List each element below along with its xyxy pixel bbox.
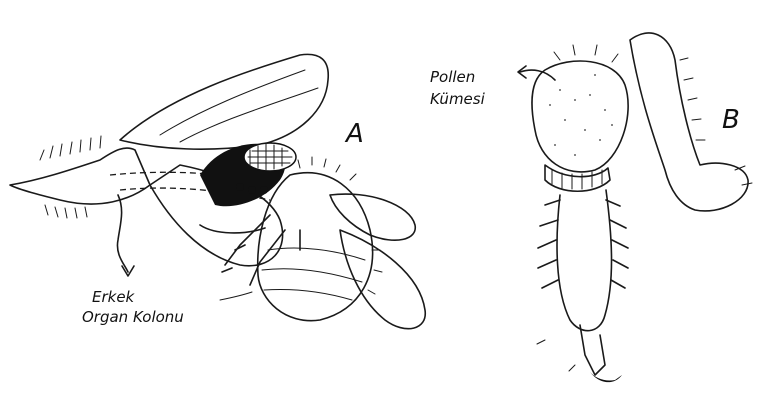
figure-a-letter: A — [344, 119, 364, 149]
figure-b-drawing — [532, 33, 752, 382]
pollen-mass — [532, 61, 628, 172]
figure-a-callout-line2: Organ Kolonu — [82, 308, 184, 326]
pollen-stipple — [549, 74, 613, 156]
figure-b-callout-line2: Kümesi — [430, 90, 486, 108]
figure-b-callout-line1: Pollen — [430, 68, 475, 86]
leg-tarsus — [580, 325, 605, 375]
callout-arrow-a — [117, 195, 128, 272]
bee-legs — [222, 215, 300, 285]
stem-sepal — [10, 148, 150, 204]
figure-a-callout-line1: Erkek — [92, 288, 136, 306]
leg-segment — [557, 190, 612, 331]
figure-a-drawing — [10, 54, 425, 328]
figure-b-letter: B — [722, 105, 740, 135]
bee-wing-1 — [330, 194, 415, 240]
